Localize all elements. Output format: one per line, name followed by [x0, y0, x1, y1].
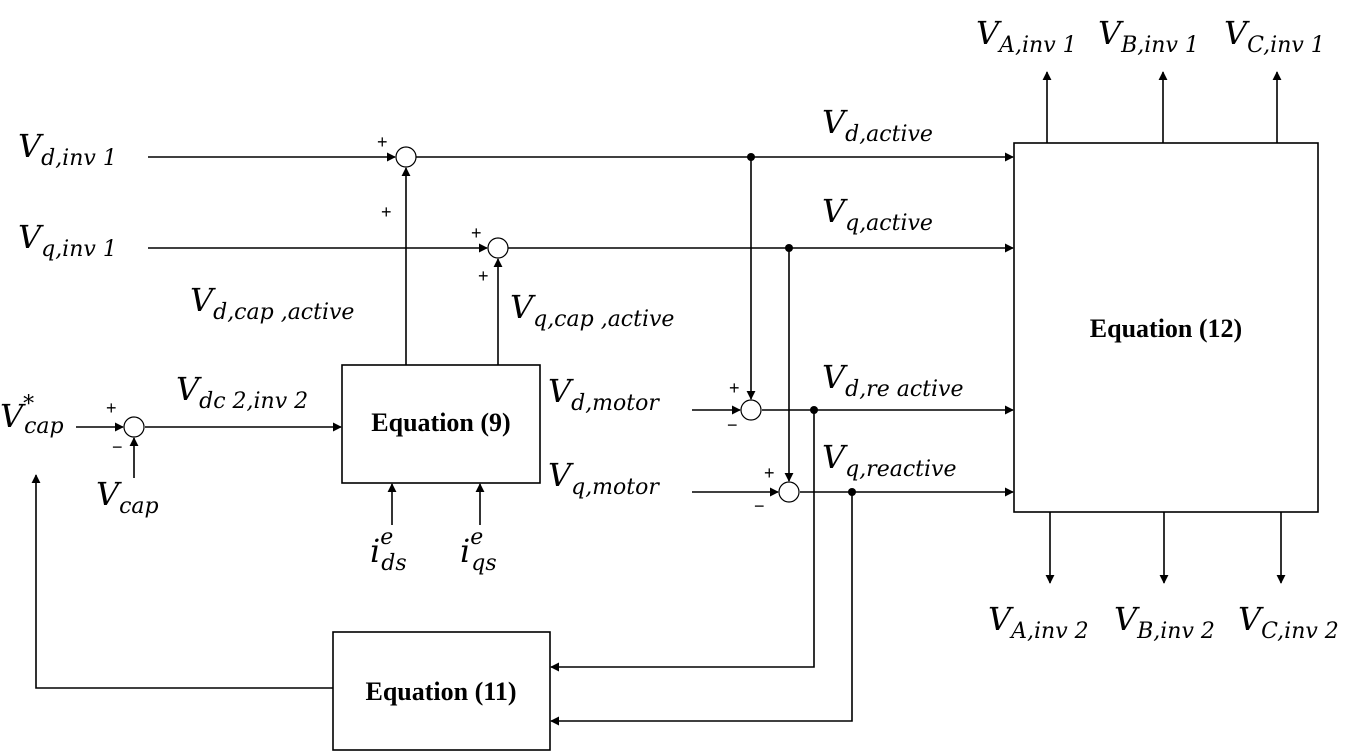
sum-junction-q [487, 237, 509, 259]
label-va-inv2: VA,inv 2 [988, 600, 1089, 644]
label-vcap: Vcap [96, 475, 159, 519]
label-vd-cap-active: Vd,cap ,active [190, 281, 354, 325]
label-vq-reactive: Vq,reactive [822, 438, 956, 482]
label-vdc2-inv2: Vdc 2,inv 2 [176, 370, 308, 414]
sign-plus: + [381, 202, 392, 222]
sign-minus: − [754, 496, 765, 516]
sign-plus: + [106, 398, 117, 418]
label-vcap-ref: V*cap [0, 392, 64, 439]
sum-junction-cap [123, 416, 145, 438]
label-vd-reactive: Vd,re active [822, 358, 963, 402]
sum-junction-q-motor [778, 481, 800, 503]
label-vd-motor: Vd,motor [548, 372, 660, 416]
label-vc-inv1: VC,inv 1 [1224, 14, 1325, 58]
label-vq-cap-active: Vq,cap ,active [510, 288, 674, 332]
junction-dot [848, 488, 856, 496]
wire-feedback-vq-reactive [550, 492, 853, 726]
sign-minus: − [112, 437, 123, 457]
label-vq-inv1: Vq,inv 1 [18, 218, 117, 262]
sign-plus: + [471, 223, 482, 243]
sum-junction-d [395, 146, 417, 168]
equation-9-label: Equation (9) [371, 408, 510, 437]
equation-12-block: Equation (12) [1013, 142, 1319, 513]
sum-junction-d-motor [740, 399, 762, 421]
label-vb-inv1: VB,inv 1 [1098, 14, 1199, 58]
label-vc-inv2: VC,inv 2 [1238, 600, 1339, 644]
junction-dot [810, 406, 818, 414]
equation-11-label: Equation (11) [366, 677, 517, 706]
wire-feedback-vcap [31, 474, 333, 689]
wire-feedback-vd-reactive [550, 410, 815, 672]
label-vd-active: Vd,active [822, 103, 933, 147]
equation-12-label: Equation (12) [1090, 314, 1242, 343]
junction-dot [747, 153, 755, 161]
sign-plus: + [377, 132, 388, 152]
label-vd-inv1: Vd,inv 1 [18, 127, 117, 171]
sign-plus: + [764, 463, 775, 483]
label-vq-active: Vq,active [822, 192, 933, 236]
label-vb-inv2: VB,inv 2 [1114, 600, 1215, 644]
sign-minus: − [727, 415, 738, 435]
junction-dot [785, 244, 793, 252]
label-vq-motor: Vq,motor [548, 456, 660, 500]
sign-plus: + [729, 378, 740, 398]
equation-9-block: Equation (9) [341, 364, 541, 484]
label-va-inv1: VA,inv 1 [976, 14, 1077, 58]
equation-11-block: Equation (11) [332, 631, 551, 751]
sign-plus: + [478, 266, 489, 286]
